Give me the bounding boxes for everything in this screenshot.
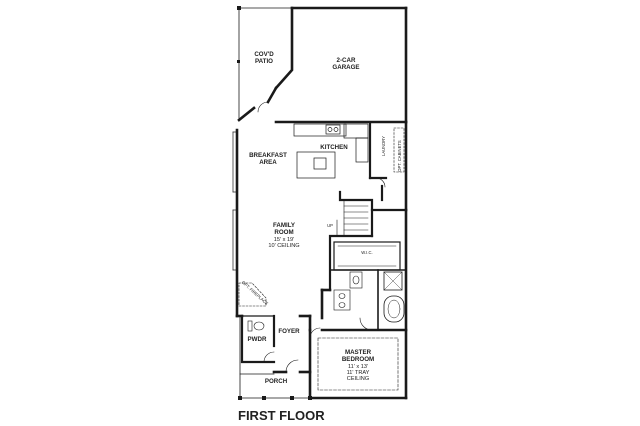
left-exterior-wall bbox=[235, 128, 244, 318]
label-covd-patio-1: COV'D bbox=[254, 51, 274, 58]
label-wic: W.I.C. bbox=[361, 250, 372, 255]
covered-patio-outline bbox=[238, 7, 293, 121]
kitchen-top-wall bbox=[274, 120, 408, 212]
label-family-1: FAMILY bbox=[273, 222, 296, 229]
porch-posts bbox=[238, 396, 312, 400]
label-master-dims: 11' x 13' bbox=[348, 364, 368, 370]
master-suite-walls bbox=[308, 208, 408, 400]
label-family-dims: 15' x 19' bbox=[274, 237, 295, 243]
master-bath bbox=[329, 269, 407, 331]
label-breakfast-2: AREA bbox=[259, 159, 277, 166]
plan-title: FIRST FLOOR bbox=[238, 408, 325, 423]
label-foyer: FOYER bbox=[278, 328, 300, 335]
stair-treads bbox=[336, 199, 369, 237]
label-opt-cabinets: OPT. CABINETS bbox=[397, 140, 402, 172]
angled-wall bbox=[237, 86, 278, 122]
master-door bbox=[309, 327, 321, 339]
label-up: UP bbox=[327, 223, 333, 228]
label-family-2: ROOM bbox=[274, 229, 293, 236]
label-breakfast-1: BREAKFAST bbox=[249, 152, 287, 159]
master-tray-ceiling bbox=[317, 337, 399, 391]
label-master-tray: 11' TRAY bbox=[347, 370, 370, 376]
porch-outline bbox=[239, 315, 313, 399]
label-master-1: MASTER bbox=[345, 349, 372, 356]
label-garage-1: 2-CAR bbox=[337, 57, 356, 64]
foyer-walls bbox=[272, 314, 312, 374]
laundry-walls bbox=[368, 122, 405, 188]
powder-room bbox=[240, 314, 276, 364]
fireplace-outline bbox=[238, 282, 267, 307]
walk-in-closet bbox=[333, 241, 401, 271]
label-family-ceiling: 10' CEILING bbox=[268, 243, 299, 249]
label-master-2: BEDROOM bbox=[342, 356, 374, 363]
label-master-ceiling: CEILING bbox=[347, 376, 369, 382]
label-garage-2: GARAGE bbox=[332, 64, 359, 71]
kitchen-counters bbox=[293, 123, 369, 179]
left-windows bbox=[232, 131, 238, 271]
garage-walls bbox=[274, 6, 408, 124]
label-porch: PORCH bbox=[265, 378, 288, 385]
label-kitchen: KITCHEN bbox=[320, 144, 348, 151]
label-pwdr: PWDR bbox=[248, 336, 267, 343]
stair-walls bbox=[328, 184, 408, 292]
patio-posts bbox=[237, 6, 241, 63]
label-covd-patio-2: PATIO bbox=[255, 58, 273, 65]
label-opt-fireplace: OPT. FIREPLACE bbox=[241, 280, 270, 306]
label-laundry: LAUNDRY bbox=[381, 136, 386, 156]
